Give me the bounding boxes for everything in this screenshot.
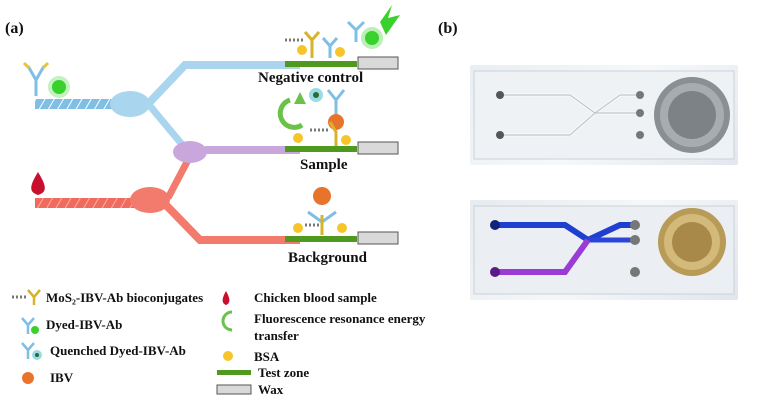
legend-dyed-label: Dyed-IBV-Ab <box>46 317 123 332</box>
legend-fret-label: Fluorescence resonance energy transfer <box>254 311 426 343</box>
test-zone-middle <box>285 141 399 155</box>
wax-top <box>357 56 399 70</box>
fret-legend-icon <box>221 310 233 332</box>
label-negative-control: Negative control <box>258 70 364 86</box>
legend-ibv-label: IBV <box>50 370 74 385</box>
test-zone-top <box>285 56 399 70</box>
testzone-legend-icon <box>217 370 251 375</box>
wax-bottom <box>357 231 399 245</box>
test-zone-bar-middle <box>285 146 357 152</box>
fluorescence-flash-icon <box>380 5 400 35</box>
label-sample: Sample <box>300 157 348 173</box>
bsa-legend-icon <box>223 351 233 361</box>
legend-wax-label: Wax <box>258 382 284 397</box>
panel-label-a: (a) <box>5 20 24 37</box>
sample-elements <box>277 88 351 146</box>
background-elements <box>293 187 347 235</box>
blue-channel <box>35 61 300 151</box>
legend-bsa-label: BSA <box>254 349 280 364</box>
wax-middle <box>357 141 399 155</box>
test-zone-bar-top <box>285 61 357 67</box>
bsa-icon <box>335 47 345 57</box>
purple-channel <box>173 141 300 163</box>
dyed-antibody-icon <box>21 317 35 334</box>
red-channel <box>35 158 300 244</box>
red-reservoir-cloud <box>130 187 170 213</box>
label-background: Background <box>288 250 367 266</box>
test-zone-bottom <box>285 231 399 245</box>
legend-mos2-label: MoS₂-IBV-Ab bioconjugates <box>46 290 204 305</box>
negative-control-elements <box>285 5 400 58</box>
fret-arrow <box>277 97 304 130</box>
test-zone-bar-bottom <box>285 236 357 242</box>
dyed-antibody-icon-start <box>22 61 70 98</box>
blue-reservoir-cloud <box>110 91 150 117</box>
ibv-legend-icon <box>22 372 34 384</box>
purple-mixing-cloud <box>173 141 207 163</box>
photo-device-stained <box>470 200 738 300</box>
wax-legend-icon <box>216 384 252 395</box>
legend-icons <box>12 289 252 395</box>
blood-drop-icon <box>31 172 45 195</box>
panel-label-b: (b) <box>438 20 458 37</box>
legend-quenched-label: Quenched Dyed-IBV-Ab <box>50 343 186 358</box>
photo-device-unstained <box>470 65 738 165</box>
quenched-antibody-icon <box>21 342 35 359</box>
legend-blood-label: Chicken blood sample <box>254 290 377 305</box>
blood-legend-icon <box>222 291 230 305</box>
legend-testzone-label: Test zone <box>258 365 310 380</box>
